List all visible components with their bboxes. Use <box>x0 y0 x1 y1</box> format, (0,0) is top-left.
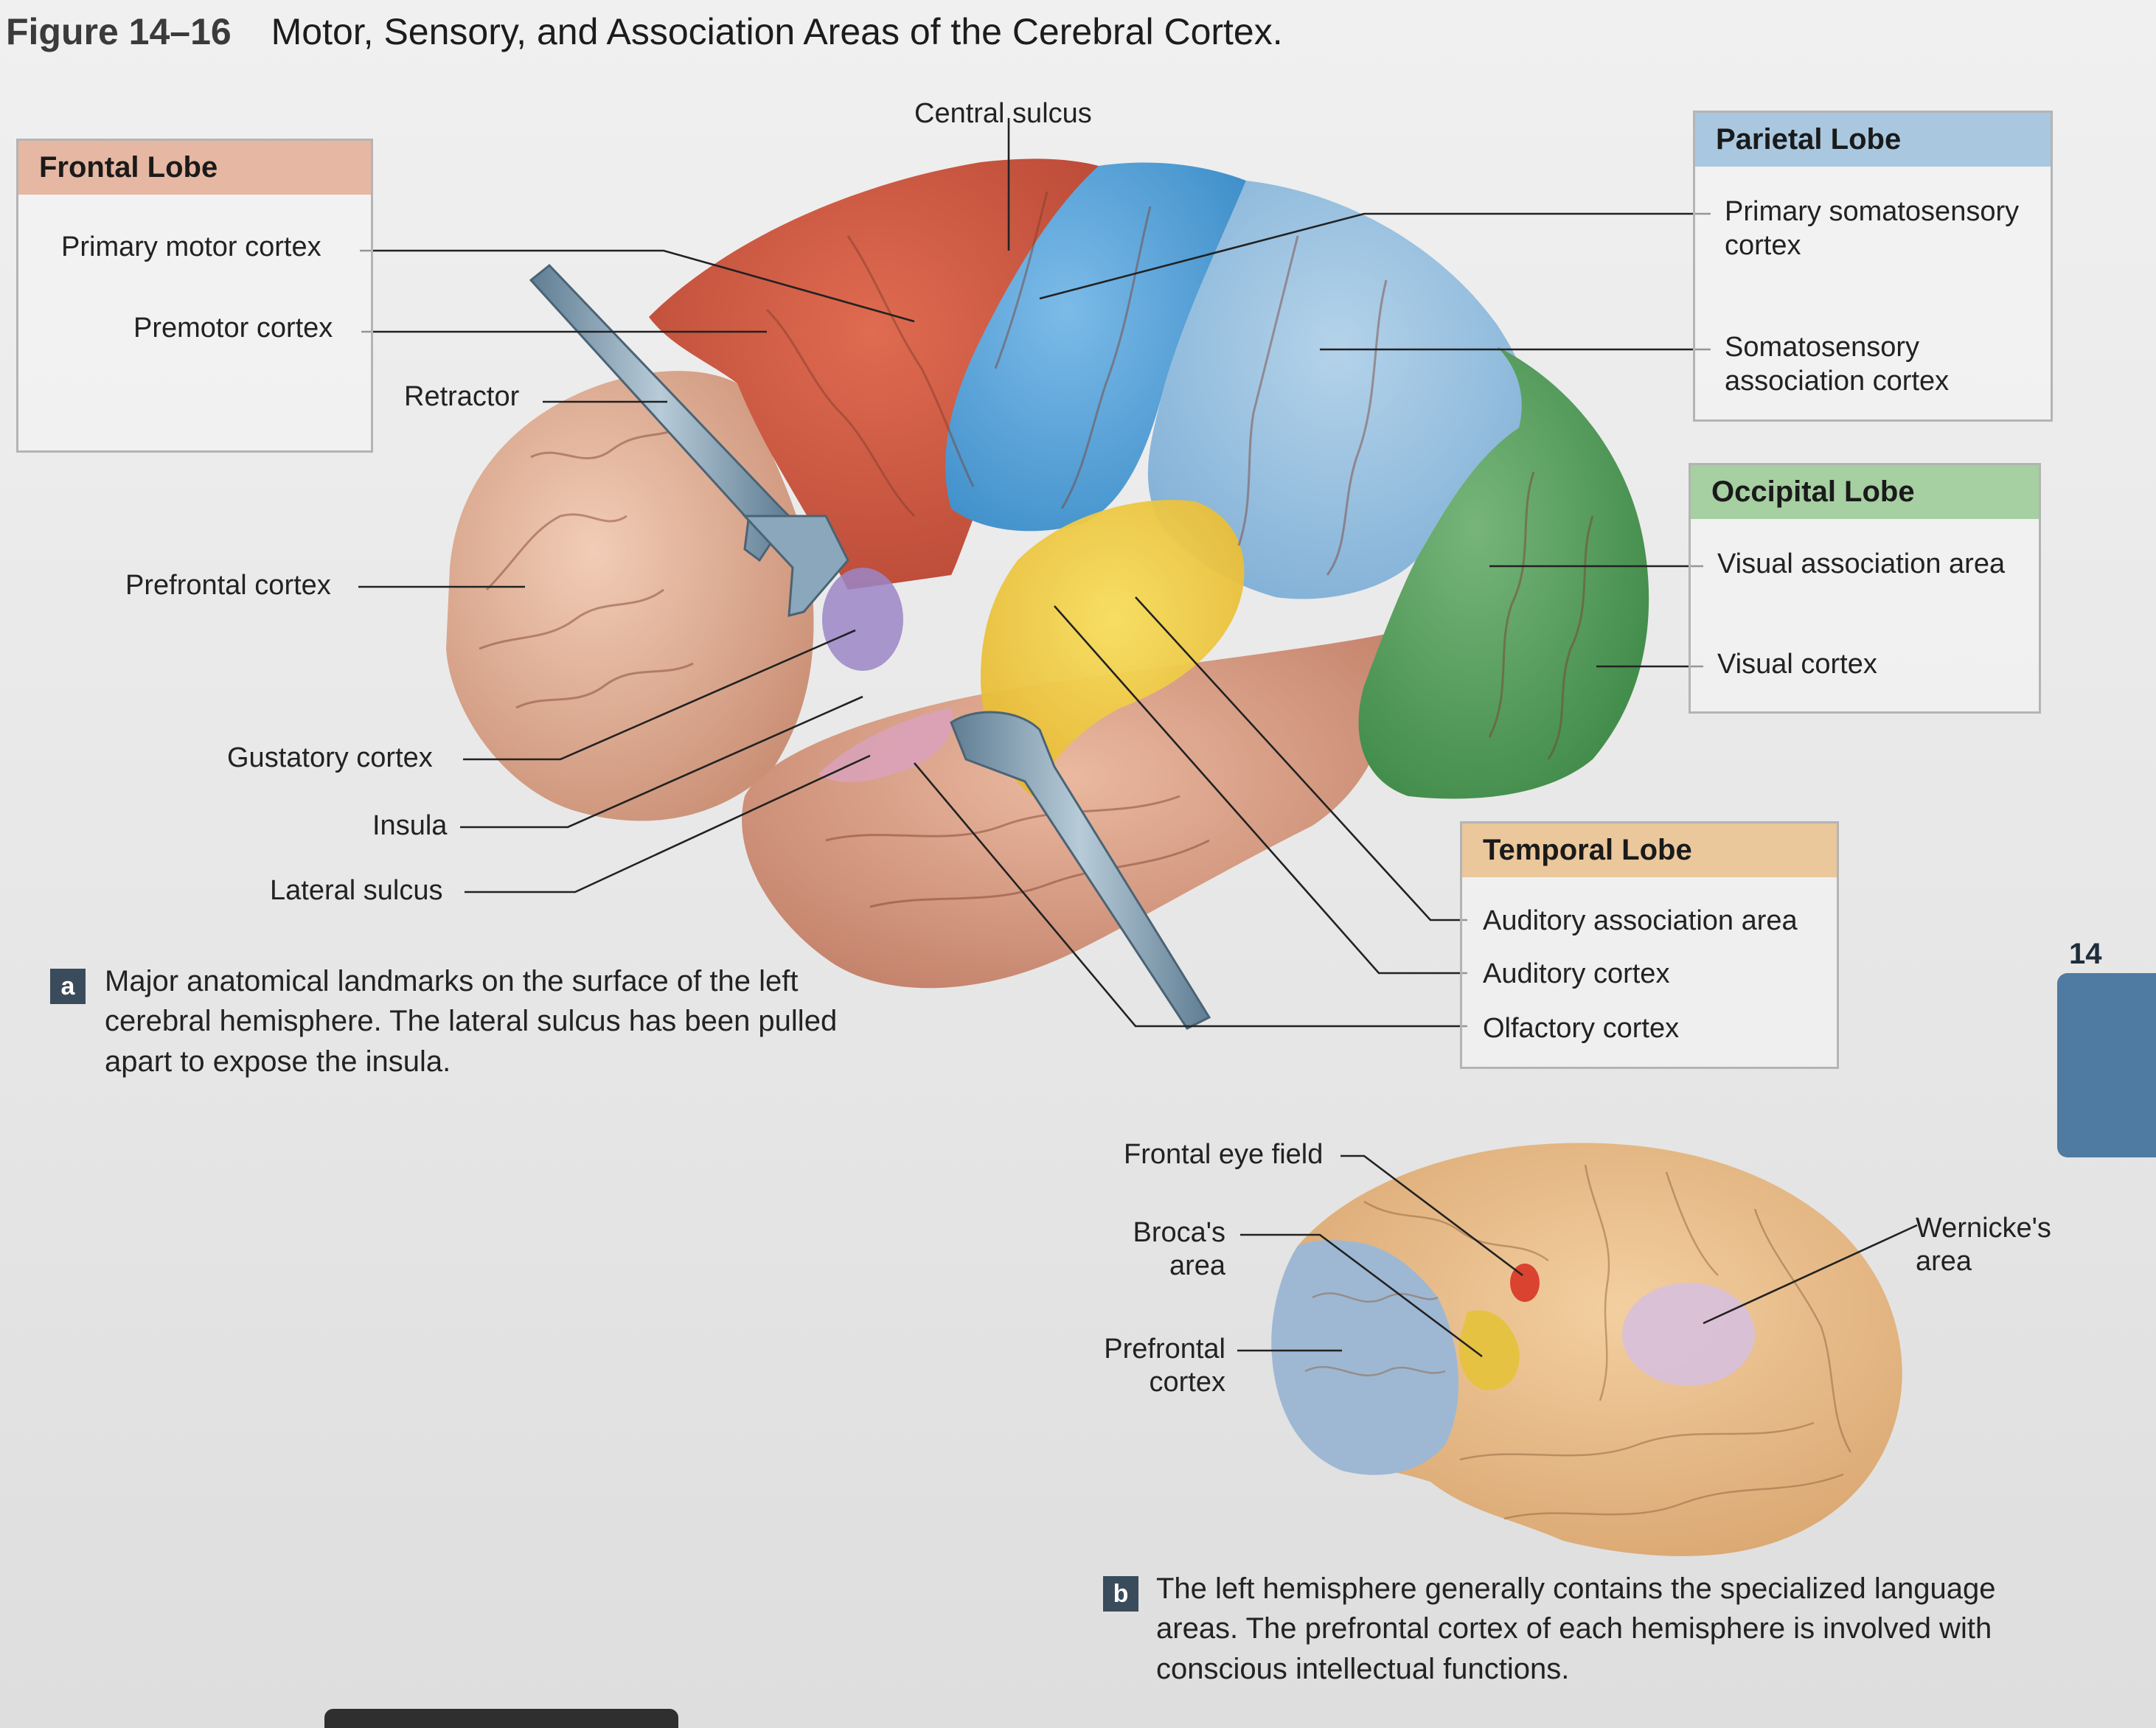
frontal-lobe-header: Frontal Lobe <box>18 141 371 195</box>
chapter-tab <box>2057 973 2156 1157</box>
leader-lines-b <box>1237 1154 1918 1358</box>
label-lateral-sulcus: Lateral sulcus <box>270 875 443 906</box>
gyri-texture-a <box>479 191 1594 908</box>
label-retractor: Retractor <box>404 381 520 412</box>
parietal-lobe-box: Parietal Lobe Primary somatosensory cort… <box>1693 111 2053 422</box>
parietal-item-primary-somatosensory: Primary somatosensory cortex <box>1725 196 2020 261</box>
label-insula: Insula <box>372 810 448 841</box>
brain-b-broca <box>1458 1310 1520 1390</box>
occipital-region <box>1358 346 1649 799</box>
brain-b-wernicke <box>1622 1283 1755 1386</box>
occipital-lobe-header: Occipital Lobe <box>1691 465 2039 519</box>
brain-b <box>1237 1143 1918 1556</box>
temporal-item-auditory-association: Auditory association area <box>1483 905 1798 936</box>
retractor-lower <box>950 711 1211 1030</box>
auditory-region <box>981 500 1245 796</box>
frontal-item-premotor: Premotor cortex <box>133 313 333 344</box>
temporal-item-auditory-cortex: Auditory cortex <box>1483 958 1670 989</box>
chapter-tab-number: 14 <box>2069 938 2102 970</box>
temporal-item-olfactory-cortex: Olfactory cortex <box>1483 1013 1680 1044</box>
frontal-item-primary-motor: Primary motor cortex <box>61 231 321 262</box>
parietal-item-somatosensory-association: Somatosensory association cortex <box>1725 332 1950 397</box>
bottom-edge-bar <box>324 1709 678 1728</box>
label-central-sulcus: Central sulcus <box>914 98 1092 129</box>
caption-a-text: Major anatomical landmarks on the surfac… <box>105 965 838 1078</box>
gyri-texture-b <box>1304 1164 1852 1520</box>
label-wernickes-area: Wernicke's area <box>1916 1213 2051 1277</box>
parietal-lobe-header: Parietal Lobe <box>1695 113 2051 167</box>
somatosensory-association-region <box>1147 181 1526 599</box>
prefrontal-region <box>446 371 814 821</box>
brain-b-frontal-eye-field <box>1510 1264 1540 1302</box>
somatosensory-region <box>945 162 1246 532</box>
brain-b-prefrontal <box>1271 1240 1459 1475</box>
brain-a <box>358 118 1711 1030</box>
label-brocas-area: Broca's area <box>1133 1217 1225 1281</box>
figure-title: Figure 14–16 Motor, Sensory, and Associa… <box>6 10 1283 53</box>
label-prefrontal-cortex: Prefrontal cortex <box>125 570 331 601</box>
figure-title-text: Motor, Sensory, and Association Areas of… <box>271 11 1283 52</box>
temporal-lobe-box: Temporal Lobe Auditory association area … <box>1460 821 1839 1069</box>
caption-b-badge: b <box>1103 1576 1138 1612</box>
retractor-upper <box>529 263 849 617</box>
occipital-item-visual-association: Visual association area <box>1717 548 2006 579</box>
caption-b-text: The left hemisphere generally contains t… <box>1156 1572 1996 1685</box>
temporal-lobe-header: Temporal Lobe <box>1462 823 1837 877</box>
occipital-item-visual-cortex: Visual cortex <box>1717 649 1877 680</box>
gustatory-region <box>822 568 903 671</box>
figure-number: Figure 14–16 <box>6 11 232 52</box>
frontal-lobe-box: Frontal Lobe Primary motor cortex Premot… <box>16 139 373 453</box>
label-b-prefrontal-cortex: Prefrontal cortex <box>1104 1334 1225 1398</box>
caption-a-badge: a <box>50 969 86 1004</box>
label-frontal-eye-field: Frontal eye field <box>1124 1139 1324 1170</box>
label-gustatory-cortex: Gustatory cortex <box>227 742 433 773</box>
leader-lines-a <box>358 118 1711 1028</box>
occipital-lobe-box: Occipital Lobe Visual association area V… <box>1689 463 2041 714</box>
